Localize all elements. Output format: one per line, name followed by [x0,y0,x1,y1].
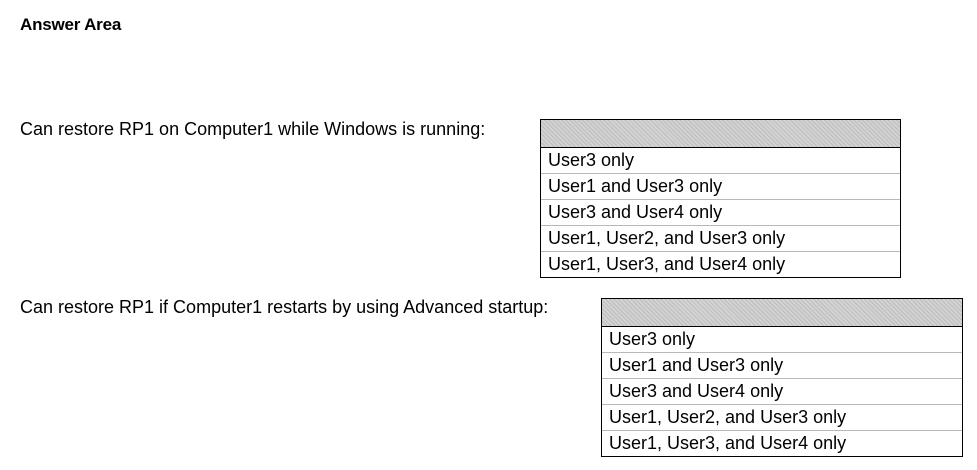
answer-area-heading: Answer Area [20,15,122,34]
question-2-option-user3-user4-only[interactable]: User3 and User4 only [602,379,962,405]
question-2-dropdown[interactable]: User3 only User1 and User3 only User3 an… [601,298,963,457]
question-2-option-user1-user3-only[interactable]: User1 and User3 only [602,353,962,379]
question-1-option-user3-user4-only[interactable]: User3 and User4 only [541,200,900,226]
question-2-option-user3-only[interactable]: User3 only [602,327,962,353]
question-1-option-user3-only[interactable]: User3 only [541,148,900,174]
question-2-answer-slot[interactable] [602,299,962,327]
question-1-option-user1-user3-user4-only[interactable]: User1, User3, and User4 only [548,254,786,274]
question-1-option-user1-user3-only[interactable]: User1 and User3 only [541,174,900,200]
question-1-dropdown[interactable]: User3 only User1 and User3 only User3 an… [540,119,901,278]
question-1-answer-slot[interactable] [541,120,900,148]
question-1-label: Can restore RP1 on Computer1 while Windo… [20,119,486,139]
question-2-label: Can restore RP1 if Computer1 restarts by… [20,297,549,317]
question-2-option-user1-user3-user4-only[interactable]: User1, User3, and User4 only [609,433,847,453]
question-1-option-user1-user2-user3-only[interactable]: User1, User2, and User3 only [541,226,900,252]
question-2-option-user1-user2-user3-only[interactable]: User1, User2, and User3 only [602,405,962,431]
